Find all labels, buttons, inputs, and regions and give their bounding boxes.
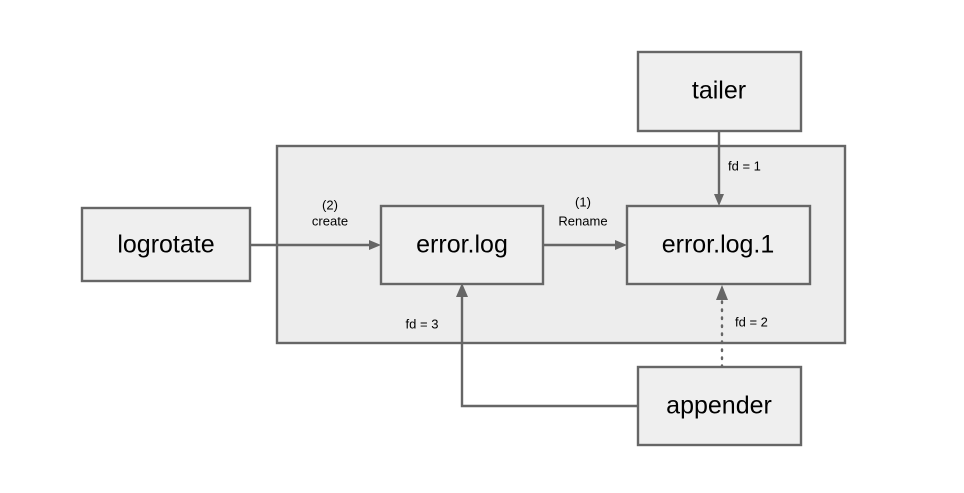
edge-fd2-arrowhead <box>716 285 728 300</box>
node-error-log-box <box>379 204 545 286</box>
edge-fd3-arrowhead <box>456 283 468 297</box>
node-appender[interactable]: appender <box>636 365 803 447</box>
edge-fd1-label: fd = 1 <box>728 158 761 173</box>
edge-rename-label: Rename <box>558 213 607 228</box>
node-tailer-box <box>636 50 803 133</box>
node-error-log-1[interactable]: error.log.1 <box>625 204 812 286</box>
node-appender-box <box>636 365 803 447</box>
edge-rename[interactable] <box>543 240 627 250</box>
edge-fd3[interactable] <box>456 283 638 408</box>
edge-fd1-arrowhead <box>714 194 724 206</box>
edge-fd3-label: fd = 3 <box>406 316 439 331</box>
node-logrotate-box <box>80 206 252 283</box>
edge-fd2[interactable] <box>716 285 728 369</box>
node-error-log-label: error.log <box>416 231 508 259</box>
node-error-log-1-label: error.log.1 <box>662 231 775 259</box>
node-tailer[interactable]: tailer <box>636 50 803 133</box>
edge-fd3-line <box>460 296 638 408</box>
edge-create-step-label: (2) <box>322 197 338 212</box>
edge-rename-step-label: (1) <box>575 194 591 209</box>
node-tailer-label: tailer <box>692 77 746 105</box>
edge-rename-arrowhead <box>615 240 627 250</box>
node-logrotate-label: logrotate <box>117 231 214 259</box>
edge-create[interactable] <box>250 240 381 250</box>
node-error-log-1-box <box>625 204 812 286</box>
edge-create-label: create <box>312 213 348 228</box>
node-appender-label: appender <box>666 392 772 420</box>
edge-fd1[interactable] <box>714 131 724 206</box>
edge-create-arrowhead <box>369 240 381 250</box>
node-error-log[interactable]: error.log <box>379 204 545 286</box>
node-logrotate[interactable]: logrotate <box>80 206 252 283</box>
edge-fd2-label: fd = 2 <box>735 314 768 329</box>
